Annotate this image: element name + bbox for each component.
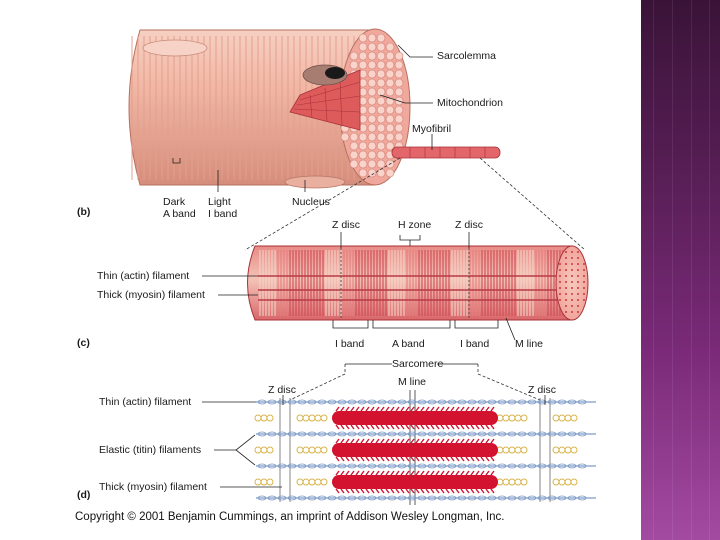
sarcomere-illustration — [202, 390, 596, 505]
light-band-label-line1: Light — [208, 196, 231, 208]
i-band-right-label: I band — [460, 338, 490, 350]
panel-c-label: (c) — [77, 337, 90, 349]
dark-band-label-line1: Dark — [163, 196, 186, 208]
muscle-structure-figure: (b) Sarcolemma Mitochondrion Myofibril D… — [75, 28, 596, 523]
sarcomere-label: Sarcomere — [392, 358, 444, 370]
z-disc-left-label: Z disc — [332, 219, 361, 231]
elastic-filaments-label: Elastic (titin) filaments — [99, 444, 202, 456]
light-band-label-line2: I band — [208, 208, 238, 220]
thick-filament-label-c: Thick (myosin) filament — [97, 289, 205, 301]
nucleus-label: Nucleus — [292, 196, 330, 208]
a-band-label: A band — [392, 338, 425, 350]
thin-filament-label-d: Thin (actin) filament — [99, 396, 192, 408]
mitochondrion-label: Mitochondrion — [437, 97, 503, 109]
myofibril-label: Myofibril — [412, 123, 452, 135]
z-disc-left-label-d: Z disc — [268, 384, 297, 396]
decorative-side-panel — [641, 0, 720, 540]
thick-filament-label-d: Thick (myosin) filament — [99, 481, 207, 493]
myofibril-illustration — [202, 232, 589, 401]
m-line-label-d: M line — [398, 376, 427, 388]
panel-b-label: (b) — [77, 206, 91, 218]
h-zone-label: H zone — [398, 219, 432, 231]
i-band-left-label: I band — [335, 338, 365, 350]
muscle-fiber-illustration — [128, 28, 586, 251]
z-disc-right-label-d: Z disc — [528, 384, 557, 396]
thin-filament-label-c: Thin (actin) filament — [97, 270, 190, 282]
copyright-notice: Copyright © 2001 Benjamin Cummings, an i… — [75, 511, 505, 523]
dark-band-label-line2: A band — [163, 208, 196, 220]
sarcolemma-label: Sarcolemma — [437, 50, 496, 62]
z-disc-right-label: Z disc — [455, 219, 484, 231]
panel-d-label: (d) — [77, 489, 91, 501]
figure-artwork — [128, 28, 596, 505]
m-line-label-c: M line — [515, 338, 544, 350]
